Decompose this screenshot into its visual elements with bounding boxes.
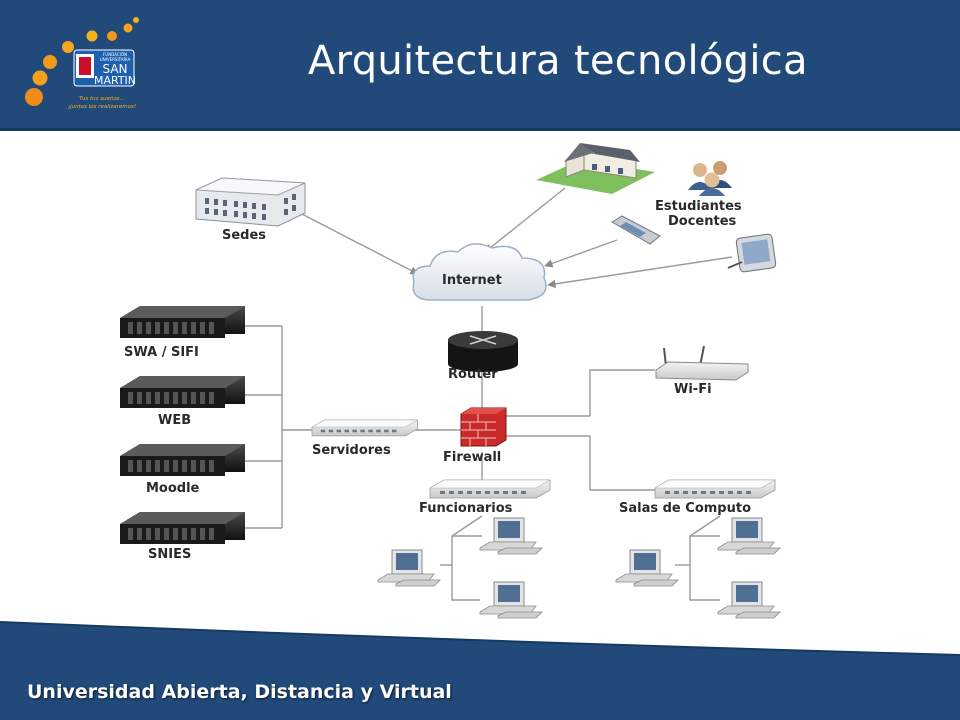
desktop-computer-icon [479,517,543,555]
label-funcionarios: Funcionarios [419,501,513,516]
label-snies: SNIES [148,547,191,562]
footer-band [0,621,960,720]
logo-slogan1: Tus tus sueños... [79,96,125,102]
desktop-computer-icon [615,549,679,587]
wifi-access-point-icon [655,345,749,381]
users-icon [688,161,732,196]
switch-icon [654,479,776,499]
label-moodle: Moodle [146,481,200,496]
server-rack-icon [120,376,245,408]
switch-icon [311,419,419,437]
label-internet: Internet [442,273,502,288]
label-wifi: Wi-Fi [674,382,712,397]
label-firewall: Firewall [443,450,501,465]
cloud-icon [412,243,547,301]
house-icon [536,143,655,194]
label-router: Router [448,367,498,382]
desktop-computer-icon [377,549,441,587]
logo-line1: FUNDACIÓN [103,52,127,57]
server-rack-icon [120,444,245,476]
connection-lines [245,187,733,601]
logo-line3: SAN [102,62,127,76]
building-icon [195,177,306,227]
logo: FUNDACIÓN UNIVERSITARIA SAN MARTIN Tus t… [25,17,139,110]
label-servidores: Servidores [312,443,391,458]
label-web: WEB [158,413,191,428]
cellphone-icon [611,215,661,245]
network-diagram: Sedes Estudiantes Docentes Internet [120,143,781,619]
label-docentes: Docentes [668,214,737,229]
firewall-icon [460,407,507,447]
pda-icon [727,233,777,273]
label-swa: SWA / SIFI [124,345,199,360]
header-bar: FUNDACIÓN UNIVERSITARIA SAN MARTIN Tus t… [0,0,960,131]
footer-text: Universidad Abierta, Distancia y Virtual [27,681,452,703]
logo-line4: MARTIN [94,74,136,87]
label-salas: Salas de Computo [619,501,751,516]
server-rack-icon [120,306,245,338]
server-rack-icon [120,512,245,544]
desktop-computer-icon [717,517,781,555]
logo-line2: UNIVERSITARIA [100,57,131,62]
logo-slogan2: ¡juntos los realizaremos! [68,104,136,110]
label-estudiantes: Estudiantes [655,199,742,214]
label-sedes: Sedes [222,228,266,243]
page-title: Arquitectura tecnológica [308,38,808,84]
router-icon [448,331,518,372]
switch-icon [429,479,551,499]
logo-dots-icon [25,17,139,106]
